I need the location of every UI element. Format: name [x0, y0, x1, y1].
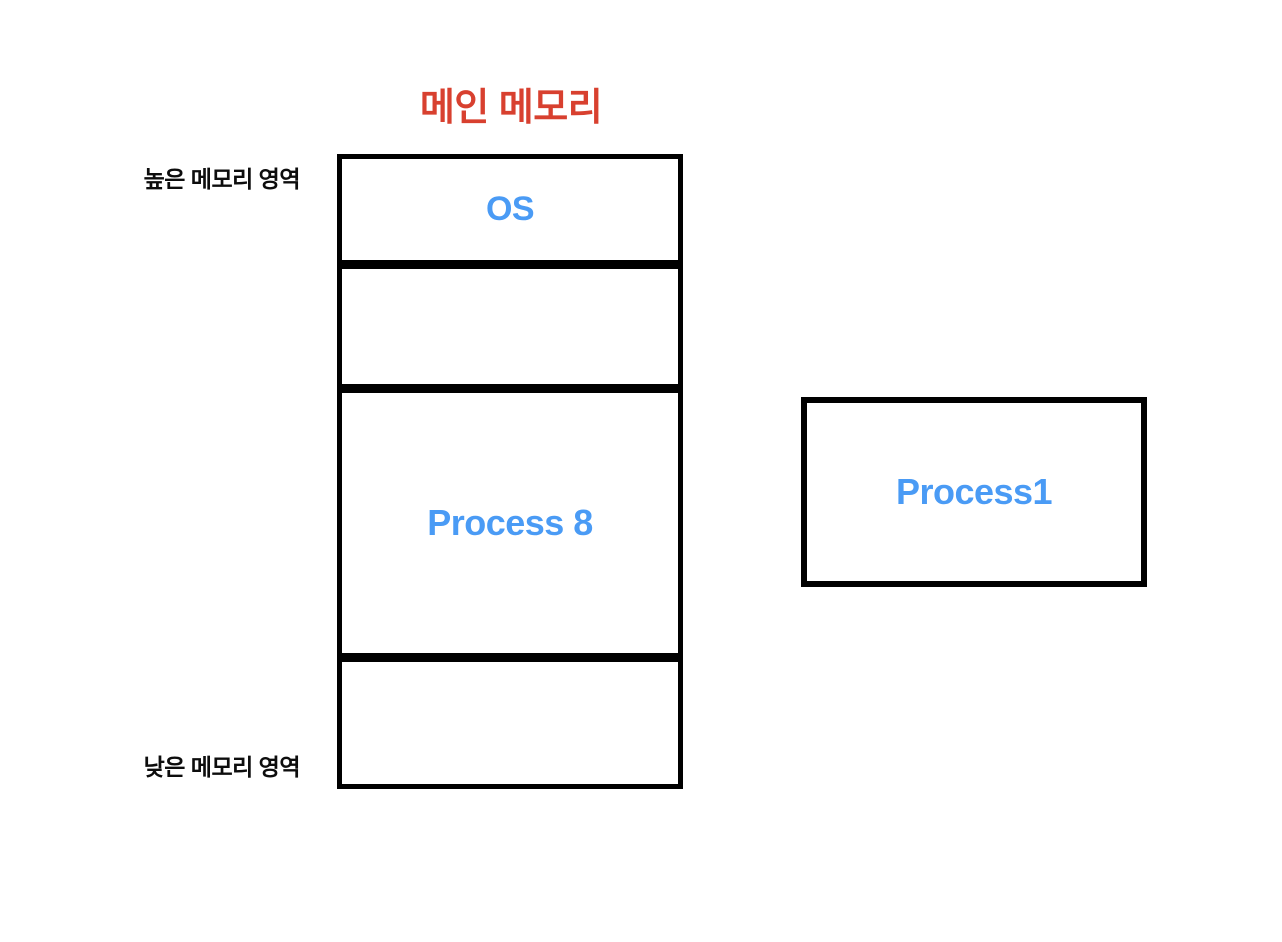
external-process-label: Process1	[895, 471, 1053, 512]
label-high-memory-area: 높은 메모리 영역	[143, 166, 301, 192]
external-process-box: Process1	[801, 397, 1147, 587]
main-memory-column: OS Process 8	[337, 154, 683, 789]
label-low-memory-area: 낮은 메모리 영역	[143, 754, 301, 780]
memory-block-label-os: OS	[485, 190, 535, 229]
page-title: 메인 메모리	[419, 87, 603, 129]
memory-block-free-upper	[337, 264, 683, 389]
memory-block-os: OS	[337, 154, 683, 266]
memory-block-process8: Process 8	[337, 387, 683, 658]
memory-block-free-lower	[337, 656, 683, 789]
memory-block-label-process8: Process 8	[427, 501, 593, 543]
